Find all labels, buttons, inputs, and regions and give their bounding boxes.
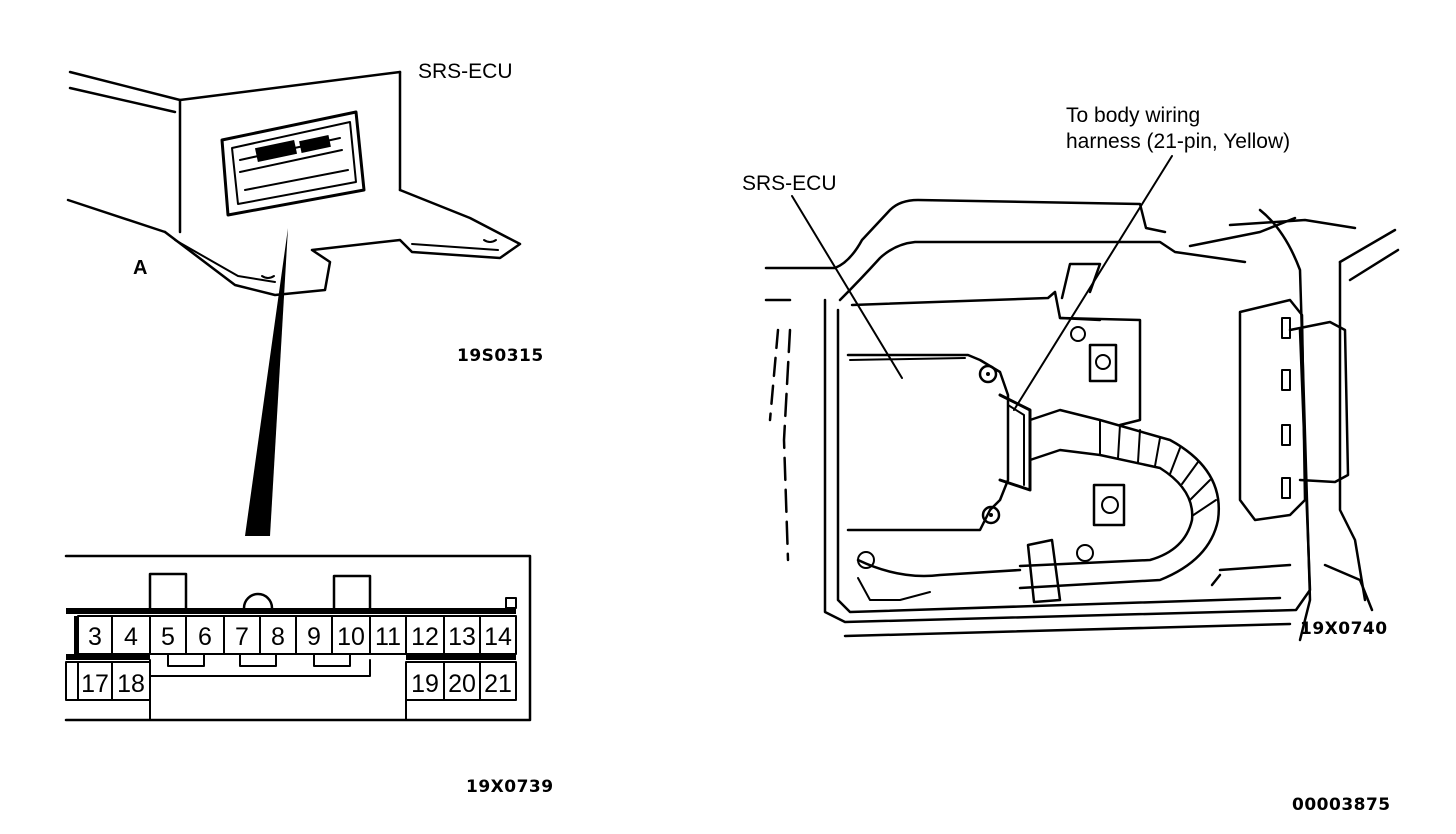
pin-7: 7 [235,623,249,651]
pin-20: 20 [448,670,476,698]
detail-leader-wedge [245,228,288,536]
pin-10: 10 [337,623,365,651]
pin-5: 5 [161,623,175,651]
connector-pin-diagram: 3 4 5 6 7 8 9 10 11 12 13 14 17 18 [64,554,532,722]
ecu-leader-line [791,195,903,379]
pin-4: 4 [124,623,138,651]
pin-19: 19 [411,670,439,698]
view-label-a: A [133,257,147,279]
pin-18: 18 [117,670,145,698]
installed-ecu-drawing [764,155,1400,642]
pin-6: 6 [198,623,212,651]
harness-leader-line [1013,155,1173,411]
harness-label-line2: harness (21-pin, Yellow) [1066,130,1290,153]
harness-label-line1: To body wiring [1066,104,1200,127]
pin-8: 8 [271,623,285,651]
pin-11: 11 [375,623,401,651]
pin-3: 3 [88,623,102,651]
pin-17: 17 [81,670,109,698]
bottom-left-pin-row: 17 18 [65,661,151,701]
left-ecu-label: SRS-ECU [418,60,513,83]
right-ecu-label: SRS-ECU [742,172,837,195]
installed-figure-code: 19X0740 [1300,619,1388,639]
connector-figure-code: 19X0739 [466,777,554,797]
pin-14: 14 [484,623,512,651]
ecu-figure-code: 19S0315 [457,346,544,366]
srs-ecu-unit-drawing [66,70,522,536]
pin-12: 12 [411,623,439,651]
pin-21: 21 [484,670,512,698]
bottom-right-pin-row: 19 20 21 [405,661,517,701]
page-code: 00003875 [1292,795,1391,815]
pin-13: 13 [448,623,476,651]
pin-9: 9 [307,623,321,651]
top-pin-row: 3 4 5 6 7 8 9 10 11 12 13 14 [74,615,517,655]
